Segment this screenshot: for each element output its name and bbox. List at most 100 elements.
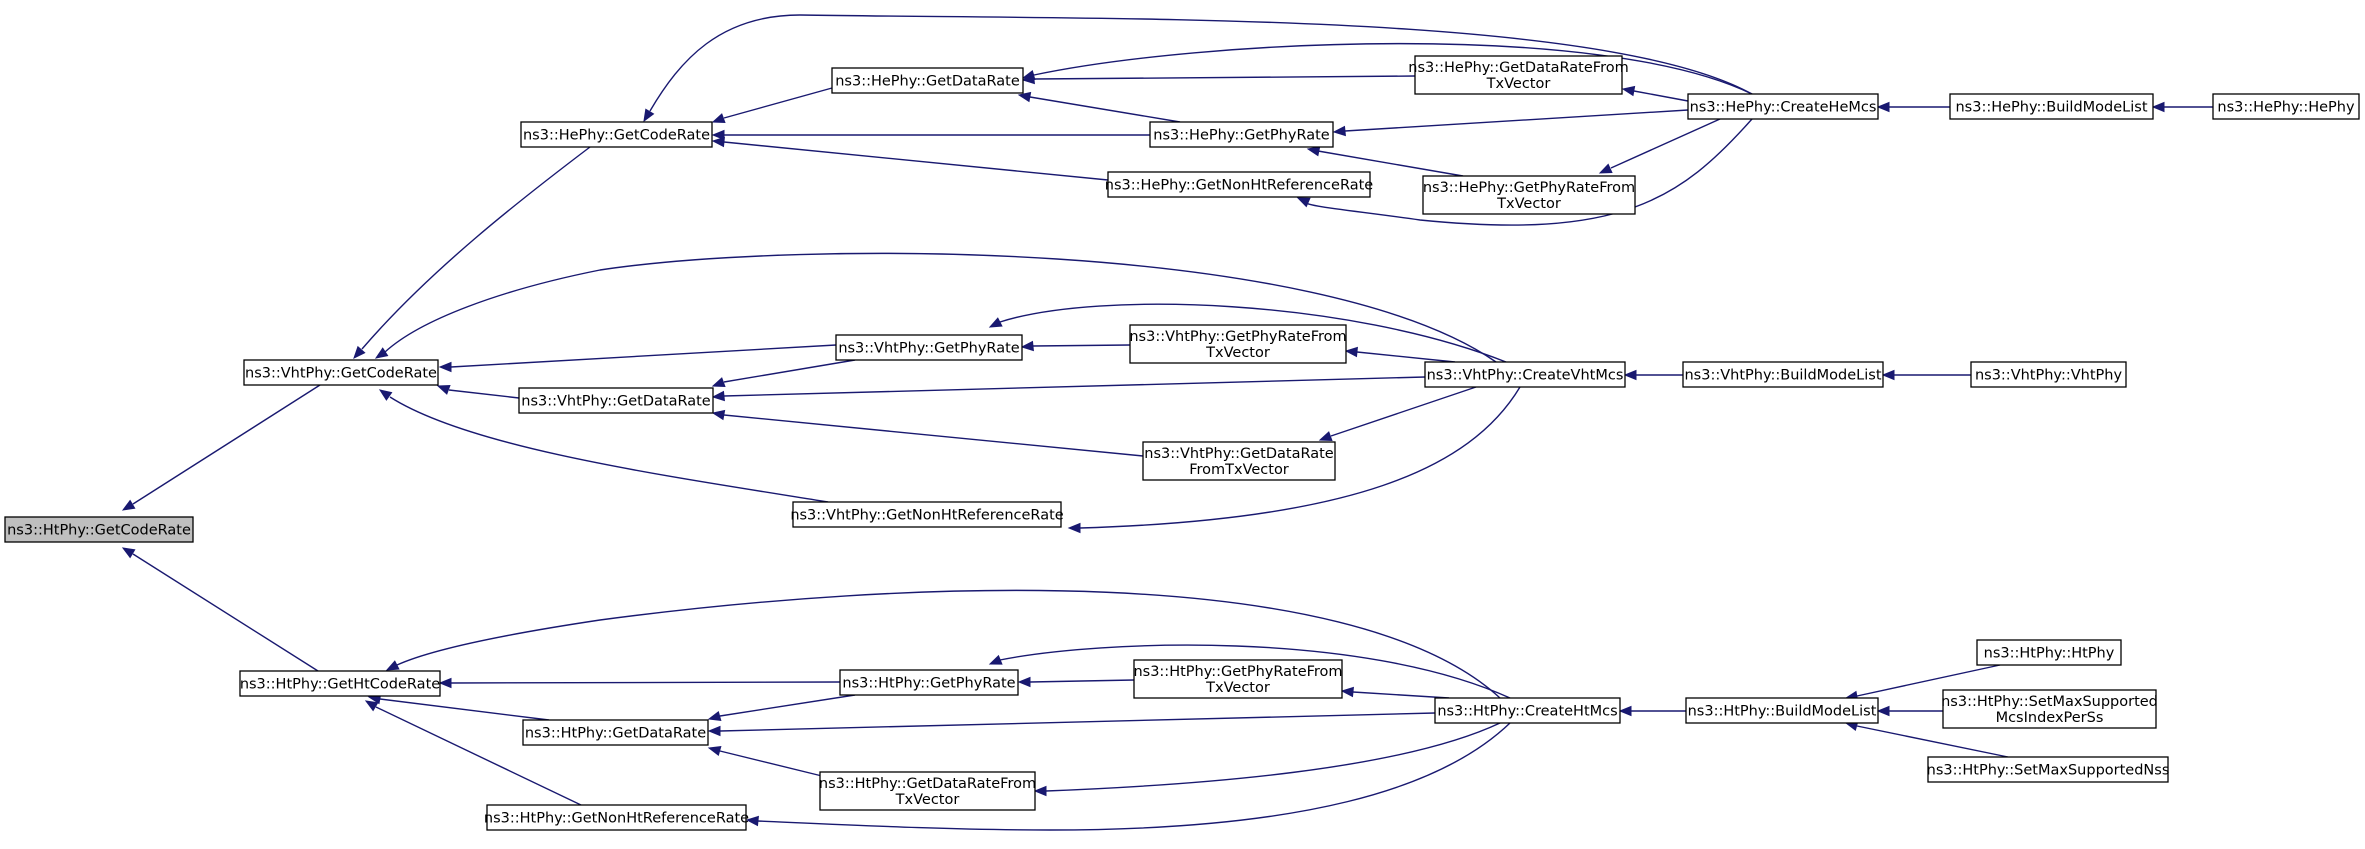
arrowhead xyxy=(1020,340,1034,352)
arrowhead xyxy=(378,389,393,401)
node-he-createmcs[interactable]: ns3::HePhy::CreateHeMcs xyxy=(1687,93,1879,120)
arrowhead xyxy=(711,113,726,124)
node-he-buildmodelist[interactable]: ns3::HePhy::BuildModeList xyxy=(1949,93,2154,120)
node-label: ns3::HtPhy::GetCodeRate xyxy=(7,523,191,539)
node-label: ns3::HePhy::GetPhyRate xyxy=(1153,128,1329,144)
node-vht-vhtphy[interactable]: ns3::VhtPhy::VhtPhy xyxy=(1970,361,2127,388)
arrowhead xyxy=(1017,676,1031,688)
node-label: ns3::HePhy::GetCodeRate xyxy=(523,128,710,144)
node-he-getdatarate[interactable]: ns3::HePhy::GetDataRate xyxy=(831,67,1024,94)
node-vht-getnonht[interactable]: ns3::VhtPhy::GetNonHtReferenceRate xyxy=(790,501,1064,528)
edge-he_hephy-to-he_buildmodelist xyxy=(2151,101,2213,113)
node-ht-getnonht[interactable]: ns3::HtPhy::GetNonHtReferenceRate xyxy=(484,804,749,831)
edge-he_getdatarate_tx-to-he_getdatarate xyxy=(1021,73,1416,85)
node-label: ns3::HtPhy::CreateHtMcs xyxy=(1437,704,1617,720)
node-label: ns3::VhtPhy::VhtPhy xyxy=(1975,368,2122,384)
edge-he_getphyrate-to-he_getdatarate xyxy=(1017,91,1181,123)
node-label: ns3::HtPhy::GetDataRateFrom xyxy=(819,776,1036,792)
node-ht-setmaxnss[interactable]: ns3::HtPhy::SetMaxSupportedNss xyxy=(1927,756,2170,783)
node-ht-getphyrate[interactable]: ns3::HtPhy::GetPhyRate xyxy=(839,669,1019,696)
arrowhead xyxy=(1296,197,1311,208)
arrowhead xyxy=(988,654,1003,665)
node-label: TxVector xyxy=(895,792,960,808)
node-he-getcoderate[interactable]: ns3::HePhy::GetCodeRate xyxy=(520,121,713,148)
edge-ht_getphyrate_tx-to-ht_getphyrate xyxy=(1017,676,1135,688)
node-ht-buildmodelist[interactable]: ns3::HtPhy::BuildModeList xyxy=(1685,697,1879,724)
edge-vht_createmcs-to-vht_getcoderate xyxy=(374,252,1497,363)
arrowhead xyxy=(353,345,366,359)
arrowhead xyxy=(1618,705,1632,717)
node-ht-getcoderate[interactable]: ns3::HtPhy::GetCodeRate xyxy=(4,516,194,543)
arrowhead xyxy=(1598,163,1613,174)
arrowhead xyxy=(1876,101,1890,113)
arrowhead xyxy=(1340,686,1354,698)
arrowhead xyxy=(711,377,726,388)
edge-he_createmcs-to-he_getdatarate_tx xyxy=(1621,85,1689,102)
edge-ht_createmcs-to-ht_getphyrate xyxy=(988,644,1511,699)
node-vht-getphyrate[interactable]: ns3::VhtPhy::GetPhyRate xyxy=(835,334,1023,361)
arrowhead xyxy=(707,746,722,757)
arrowhead xyxy=(364,700,379,712)
node-he-hephy[interactable]: ns3::HePhy::HePhy xyxy=(2212,93,2360,120)
node-label: ns3::HtPhy::HtPhy xyxy=(1984,646,2115,662)
edge-vht_vhtphy-to-vht_buildmodelist xyxy=(1881,369,1971,381)
node-label: ns3::VhtPhy::GetPhyRateFrom xyxy=(1129,329,1346,345)
node-label: ns3::VhtPhy::CreateVhtMcs xyxy=(1427,368,1624,384)
arrowhead xyxy=(707,725,721,737)
edge-ht_createmcs-to-ht_getdatarate xyxy=(707,712,1436,737)
node-label: ns3::HePhy::GetDataRate xyxy=(835,74,1020,90)
edge-ht_createmcs-to-ht_getnonht xyxy=(745,722,1511,831)
edge-he_getcoderate-to-vht_getcoderate xyxy=(353,146,591,359)
node-vht-getdatarate[interactable]: ns3::VhtPhy::GetDataRate xyxy=(518,387,714,414)
node-ht-getdatarate[interactable]: ns3::HtPhy::GetDataRate xyxy=(522,719,709,746)
node-label: TxVector xyxy=(1486,76,1551,92)
node-label: ns3::VhtPhy::BuildModeList xyxy=(1684,368,1881,384)
node-label: ns3::HePhy::HePhy xyxy=(2217,100,2355,116)
node-label: ns3::VhtPhy::GetDataRate xyxy=(1144,446,1334,462)
node-he-getnonht[interactable]: ns3::HePhy::GetNonHtReferenceRate xyxy=(1105,171,1373,198)
arrowhead xyxy=(1876,705,1890,717)
node-label: McsIndexPerSs xyxy=(1996,710,2104,726)
arrowhead xyxy=(1332,125,1346,137)
node-label: ns3::HePhy::GetDataRateFrom xyxy=(1408,60,1628,76)
edge-ht_gethtcoderate-to-ht_getcoderate xyxy=(121,547,319,672)
arrowhead xyxy=(374,347,389,359)
node-label: ns3::HePhy::GetPhyRateFrom xyxy=(1423,180,1635,196)
edge-he_createmcs-to-he_getphyrate_tx xyxy=(1598,118,1721,174)
node-ht-htphy[interactable]: ns3::HtPhy::HtPhy xyxy=(1976,639,2122,666)
edge-vht_getdatarate-to-vht_getcoderate xyxy=(436,384,520,399)
edge-vht_getcoderate-to-ht_getcoderate xyxy=(121,384,321,511)
arrowhead xyxy=(2151,101,2165,113)
arrowhead xyxy=(436,384,451,395)
edge-ht_createmcs-to-ht_gethtcoderate xyxy=(385,589,1501,699)
edge-he_getphyrate_tx-to-he_getphyrate xyxy=(1306,146,1464,177)
arrowhead xyxy=(1033,785,1047,797)
arrowhead xyxy=(1021,69,1036,80)
arrowhead xyxy=(711,409,726,421)
arrowhead xyxy=(438,361,452,373)
arrowhead xyxy=(121,547,136,559)
arrowhead xyxy=(643,108,655,123)
node-label: TxVector xyxy=(1205,680,1270,696)
node-vht-getcoderate[interactable]: ns3::VhtPhy::GetCodeRate xyxy=(243,359,439,386)
edge-vht_buildmodelist-to-vht_createmcs xyxy=(1623,369,1683,381)
node-label: ns3::VhtPhy::GetDataRate xyxy=(521,394,711,410)
node-label: FromTxVector xyxy=(1189,462,1289,478)
edge-he_createmcs-to-he_getcoderate xyxy=(643,14,1753,123)
node-vht-createmcs[interactable]: ns3::VhtPhy::CreateVhtMcs xyxy=(1424,361,1626,388)
node-label: ns3::VhtPhy::GetNonHtReferenceRate xyxy=(790,508,1063,524)
node-ht-createmcs[interactable]: ns3::HtPhy::CreateHtMcs xyxy=(1434,697,1621,724)
node-ht-gethtcoderate[interactable]: ns3::HtPhy::GetHtCodeRate xyxy=(239,670,441,697)
edge-ht_getdatarate-to-ht_gethtcoderate xyxy=(367,693,550,721)
edge-he_buildmodelist-to-he_createmcs xyxy=(1876,101,1950,113)
node-vht-buildmodelist[interactable]: ns3::VhtPhy::BuildModeList xyxy=(1682,361,1884,388)
node-he-getphyrate[interactable]: ns3::HePhy::GetPhyRate xyxy=(1149,121,1334,148)
